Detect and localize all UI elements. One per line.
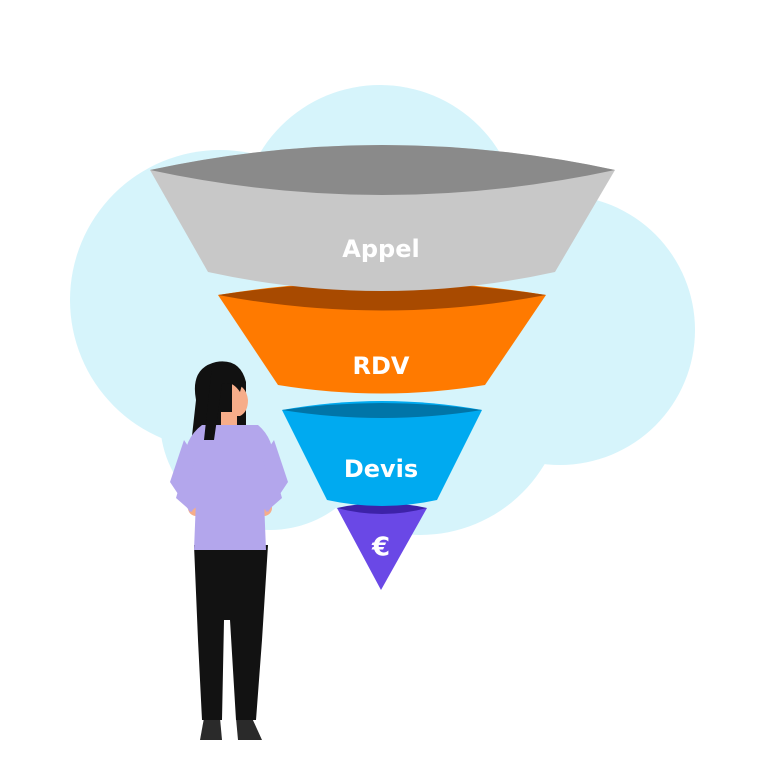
funnel-stage-euro-body bbox=[337, 508, 427, 590]
funnel-stage-euro-label: € bbox=[371, 533, 390, 563]
left-shoe bbox=[200, 718, 222, 740]
funnel: € Devis RDV Appel bbox=[150, 145, 615, 590]
right-shoe bbox=[236, 718, 262, 740]
pants bbox=[194, 545, 268, 720]
funnel-stage-appel-rim bbox=[150, 145, 615, 195]
funnel-stage-appel: Appel bbox=[150, 145, 615, 291]
face bbox=[232, 384, 248, 416]
hair-front bbox=[204, 364, 244, 440]
funnel-stage-rdv: RDV bbox=[218, 281, 546, 394]
funnel-stage-appel-label: Appel bbox=[342, 235, 419, 263]
funnel-stage-rdv-rim bbox=[218, 282, 546, 311]
funnel-stage-euro-rim bbox=[337, 503, 427, 514]
blouse bbox=[176, 425, 282, 550]
funnel-stage-devis-rim bbox=[282, 403, 482, 418]
funnel-stage-euro: € bbox=[337, 503, 427, 590]
funnel-stage-rdv-body bbox=[218, 281, 546, 394]
funnel-stage-devis-body bbox=[282, 401, 482, 506]
funnel-stage-devis: Devis bbox=[282, 401, 482, 506]
left-arm bbox=[170, 440, 200, 512]
woman-figure bbox=[170, 361, 288, 740]
funnel-stage-rdv-label: RDV bbox=[353, 352, 410, 380]
right-arm bbox=[258, 440, 288, 512]
funnel-stage-devis-label: Devis bbox=[344, 455, 418, 483]
